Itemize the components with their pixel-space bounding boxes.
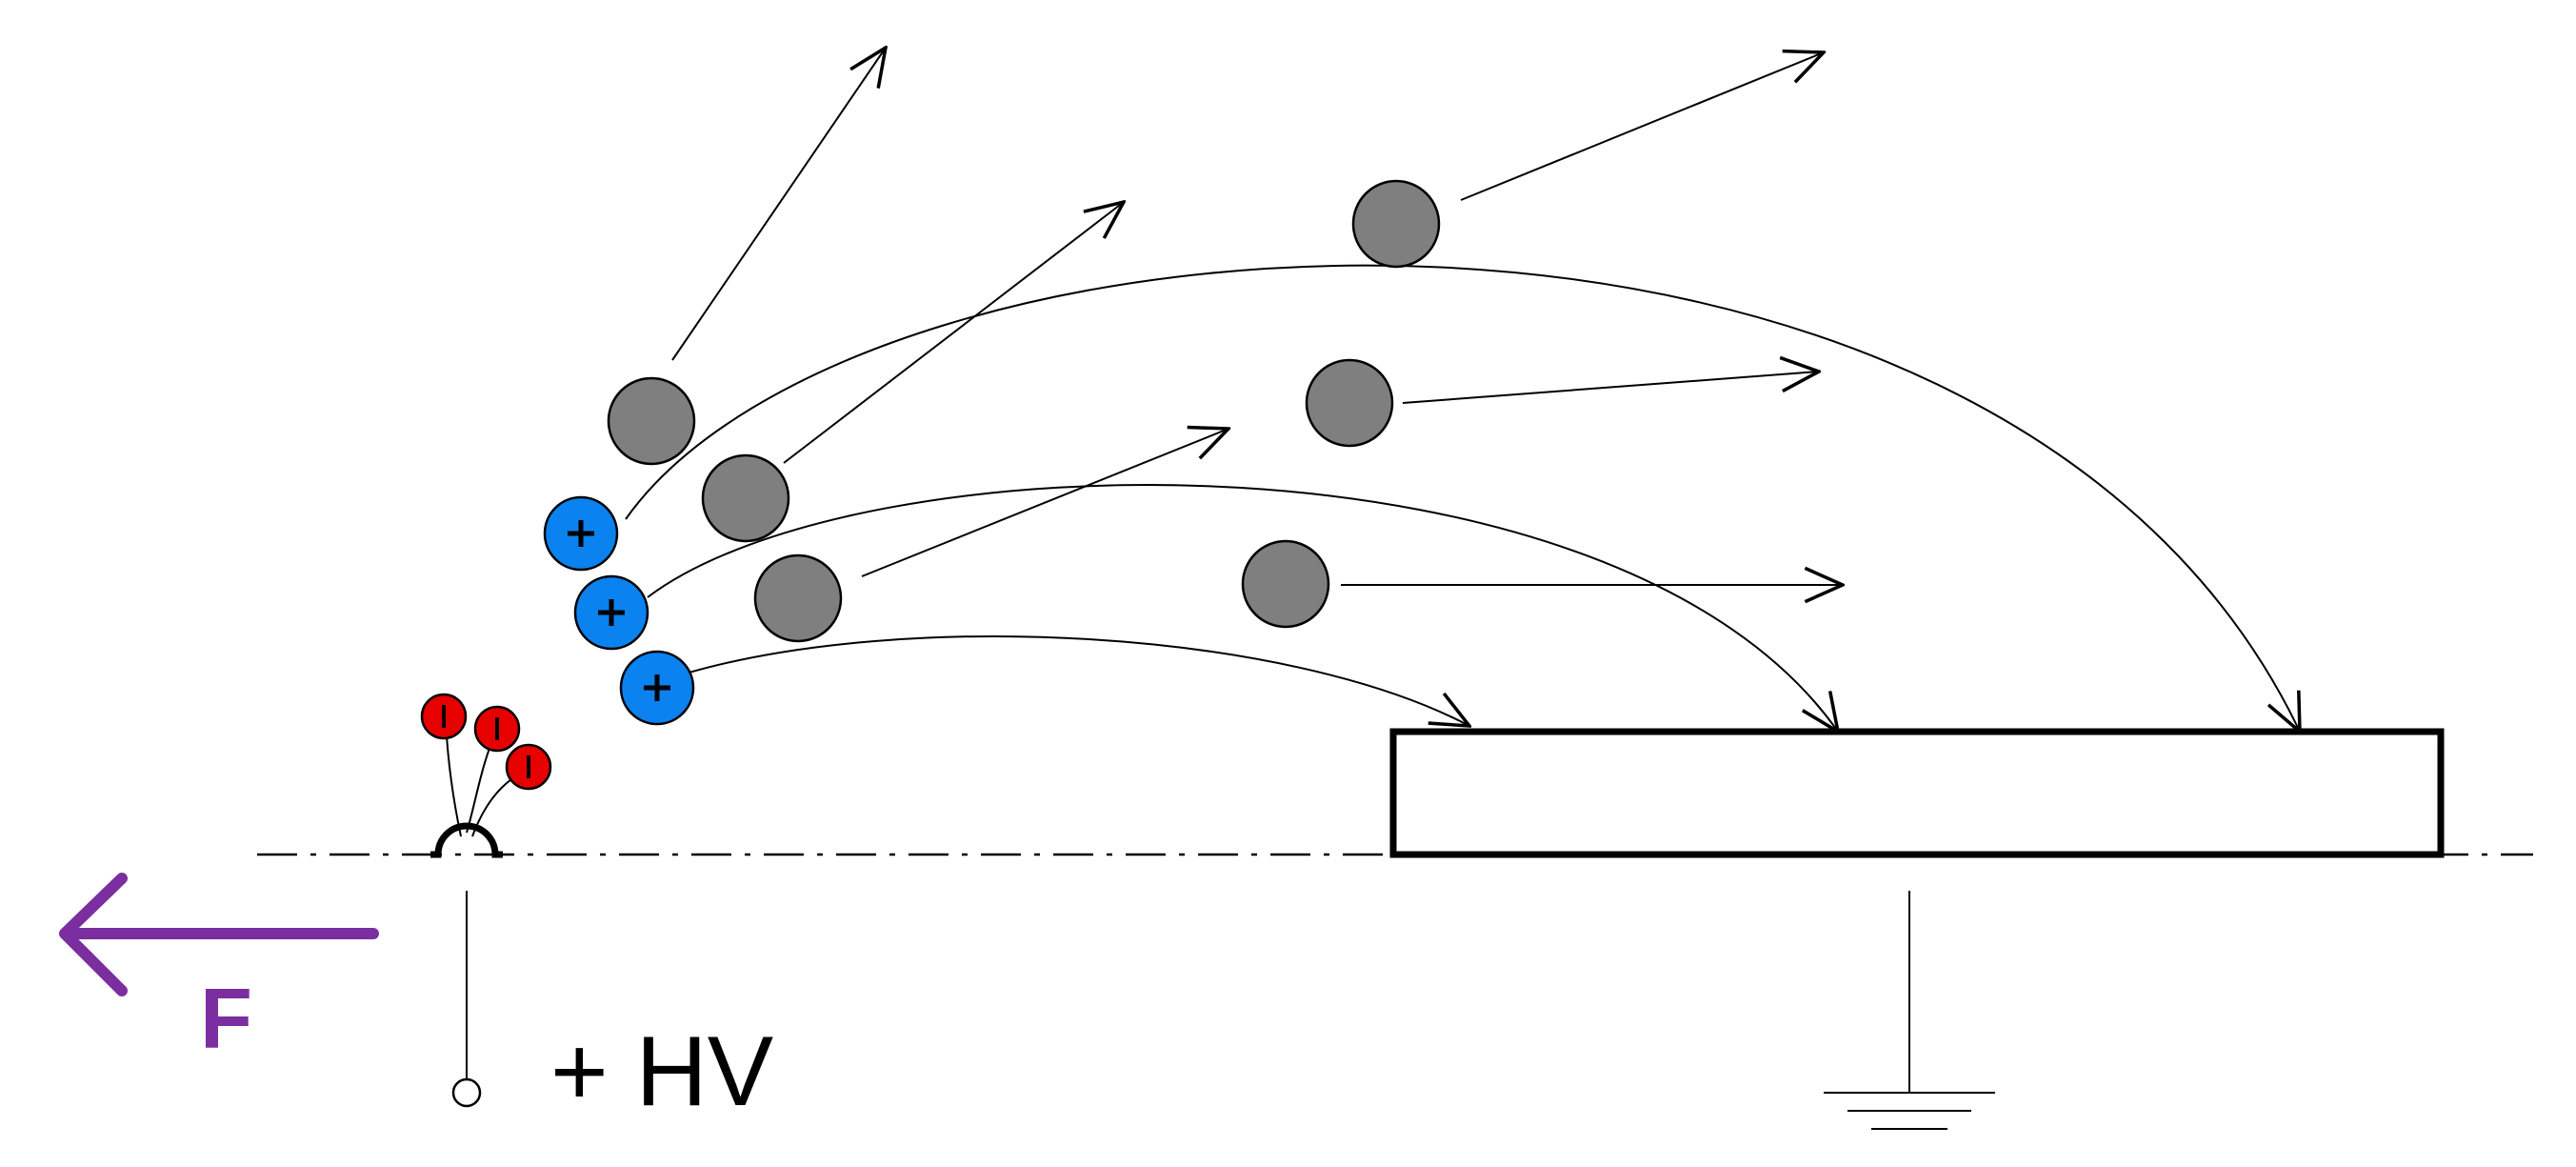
positive-ions [543, 495, 695, 726]
hv-label: + HV [550, 1016, 773, 1127]
force-arrow [59, 873, 379, 996]
force-label: F [200, 972, 252, 1067]
neutral-particle [1351, 179, 1441, 269]
ion-trajectories [625, 264, 2300, 732]
neutral-particle [1241, 539, 1330, 629]
positive-ion [543, 495, 619, 572]
neutral-trajectories [671, 48, 1843, 585]
emitter-electrode [430, 822, 503, 858]
positive-ion [573, 574, 649, 651]
hv-terminal-icon [451, 1077, 482, 1108]
neutral-particle [701, 453, 790, 543]
positive-ion [619, 650, 695, 726]
negative-ion [505, 743, 552, 791]
neutral-particle [1305, 358, 1394, 448]
negative-ion [473, 705, 521, 753]
neutral-particles [607, 179, 1441, 643]
neutral-particle [607, 376, 696, 466]
ground-icon [1824, 891, 1995, 1130]
collector-electrode [1389, 728, 2445, 858]
negative-ions [420, 693, 552, 837]
negative-ion [420, 693, 468, 740]
neutral-particle [753, 553, 843, 643]
